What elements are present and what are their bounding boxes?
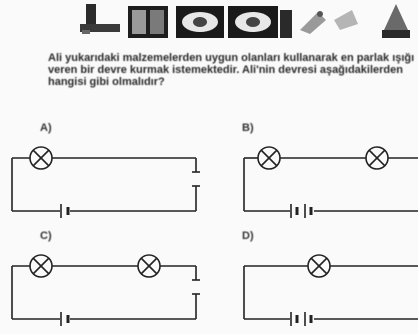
lamp-holder-image — [176, 6, 224, 38]
option-d-label: D) — [242, 230, 254, 242]
switch-image — [300, 11, 326, 34]
battery-image — [128, 6, 168, 38]
bulb-icon — [307, 254, 331, 278]
materials-image-strip — [80, 4, 410, 38]
option-c-circuit[interactable] — [0, 246, 210, 328]
flashlight-image — [80, 4, 120, 34]
battery-cell-image — [280, 10, 292, 38]
battery-icon — [60, 204, 70, 218]
switch-gap-icon — [192, 279, 200, 295]
lamp-holder-image-2 — [228, 6, 278, 38]
option-a-label: A) — [40, 122, 52, 134]
option-b-label: B) — [242, 122, 254, 134]
battery-icon — [60, 312, 70, 326]
bulb-icon — [257, 146, 281, 170]
option-b-circuit[interactable] — [228, 138, 418, 220]
bulb-icon-2 — [137, 254, 161, 278]
wire-image — [334, 10, 358, 30]
bulb-icon-2 — [365, 146, 389, 170]
battery-pair-icon — [290, 312, 313, 326]
bulb-icon — [29, 146, 53, 170]
switch-gap-icon — [192, 171, 200, 187]
option-a-circuit[interactable] — [0, 138, 210, 220]
battery-pair-icon — [290, 204, 313, 218]
option-d-circuit[interactable] — [228, 246, 418, 328]
bulb-image — [382, 4, 410, 38]
option-c-label: C) — [40, 230, 52, 242]
question-text: Ali yukarıdaki malzemelerden uygun olanl… — [48, 52, 415, 88]
bulb-icon — [29, 254, 53, 278]
